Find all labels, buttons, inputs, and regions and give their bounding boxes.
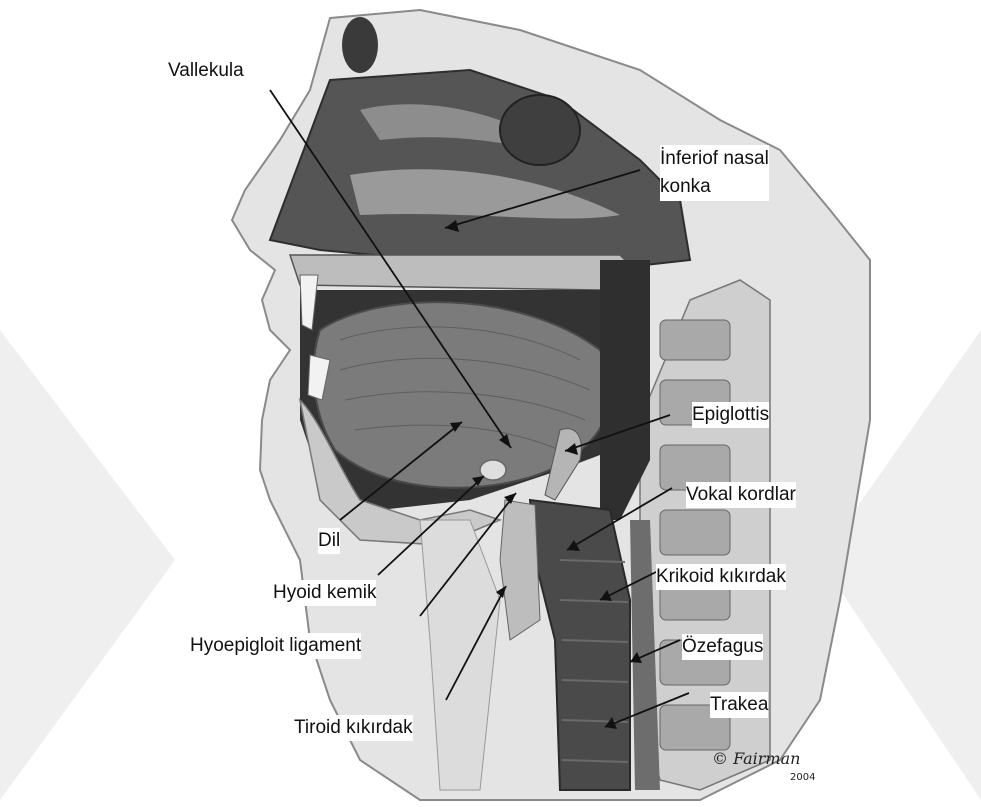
sphenoid-sinus [500,95,580,165]
label-vallekula: Vallekula [168,58,244,84]
label-dil: Dil [318,528,340,554]
label-hyoid-kemik: Hyoid kemik [273,580,376,606]
watermark-left [0,330,175,800]
hard-palate [290,255,640,290]
signature-mark: © Fairman 2004 [712,736,832,786]
label-hyoepigloit-ligament: Hyoepigloit ligament [190,633,361,659]
signature-name: Fairman [732,749,800,768]
frontal-sinus [342,17,378,73]
svg-text:© Fairman: © Fairman [712,749,800,768]
label-krikoid-kikirdak: Krikoid kıkırdak [656,564,786,590]
label-epiglottis: Epiglottis [692,402,769,428]
label-ozefagus: Özefagus [682,634,763,660]
label-inferior-nasal-konka: İnferiof nasal konka [660,145,769,201]
vertebrae [660,320,730,750]
signature-year: 2004 [790,772,815,783]
artist-signature: © Fairman 2004 [712,736,832,791]
label-trakea: Trakea [710,692,768,718]
label-vokal-kordlar: Vokal kordlar [686,482,796,508]
label-tiroid-kikirdak: Tiroid kıkırdak [294,715,413,741]
